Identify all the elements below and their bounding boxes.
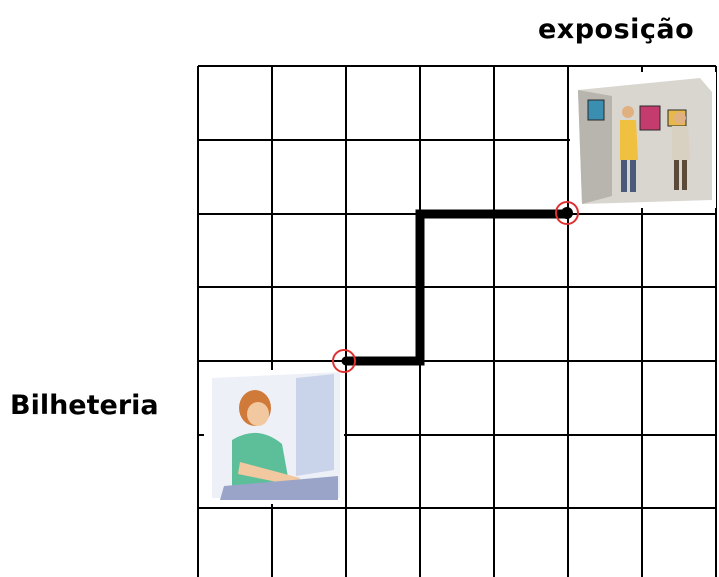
route-path [341,209,573,366]
exposicao-label: exposição [538,14,695,45]
start-point-marker [332,349,356,373]
end-point-marker [555,201,579,225]
exhibition-picture [570,72,716,208]
ticket-office-picture [204,370,344,504]
end-point-dot [561,207,573,219]
bilheteria-label: Bilheteria [10,390,159,421]
